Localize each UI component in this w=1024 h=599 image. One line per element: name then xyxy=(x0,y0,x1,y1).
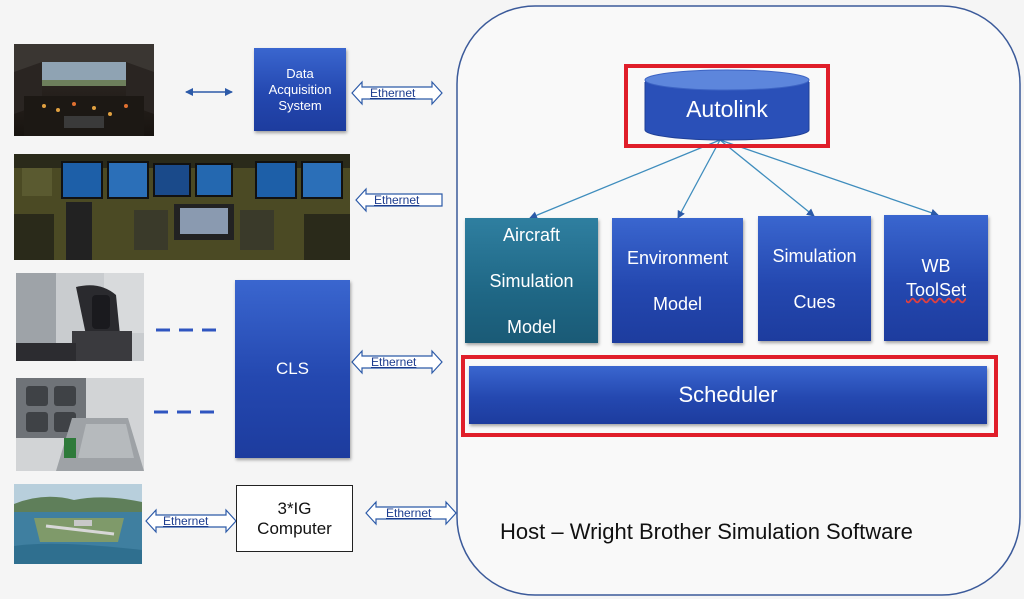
ethernet-label-panel: Ethernet xyxy=(374,193,420,207)
pedestal-hardware-graphic xyxy=(16,378,144,471)
ethernet-label-ig: Ethernet xyxy=(386,506,432,520)
autolink-to-cues-arrow xyxy=(719,139,815,217)
module-line: Model xyxy=(652,293,703,314)
ethernet-arrow-das xyxy=(351,80,443,106)
control-yoke-graphic xyxy=(16,273,144,361)
das-line: Data xyxy=(286,65,314,81)
control-yoke-photo xyxy=(16,273,144,361)
ethernet-label-cls: Ethernet xyxy=(371,355,417,369)
module-line: Simulation xyxy=(772,245,857,266)
module-line: Cues xyxy=(793,291,836,312)
ethernet-arrow-panel xyxy=(355,187,443,213)
ethernet-label-das: Ethernet xyxy=(370,86,416,100)
cls-box: CLS xyxy=(235,280,350,458)
ethernet-arrow-cls xyxy=(351,349,443,375)
autolink-label: Autolink xyxy=(686,96,768,122)
cockpit-view-photo xyxy=(14,44,154,136)
ig-computer-box: 3*IG Computer xyxy=(236,485,353,552)
module-line: Simulation xyxy=(489,270,574,291)
data-acquisition-system-box: Data Acquisition System xyxy=(254,48,346,131)
module-line: Aircraft xyxy=(502,224,560,245)
instrument-panel-graphic xyxy=(14,154,350,260)
scheduler-highlight-frame xyxy=(461,355,998,437)
aircraft-simulation-model-box: Aircraft Simulation Model xyxy=(465,218,598,343)
cls-label: CLS xyxy=(275,359,310,378)
autolink-to-toolset-arrow xyxy=(719,139,939,217)
module-line: Environment xyxy=(626,247,729,268)
instrument-panel-photo xyxy=(14,154,350,260)
environment-model-box: Environment Model xyxy=(612,218,743,343)
cockpit-view-graphic xyxy=(14,44,154,136)
module-line: Model xyxy=(506,316,557,337)
autolink-to-aircraft-arrow xyxy=(529,139,721,220)
airport-visual-graphic xyxy=(14,484,142,564)
scheduler-label: Scheduler xyxy=(678,382,778,407)
module-line: ToolSet xyxy=(905,280,967,300)
autolink-to-environment-arrow xyxy=(677,139,721,219)
pedestal-hardware-photo xyxy=(16,378,144,471)
wb-toolset-box: WB ToolSet xyxy=(884,215,988,341)
autolink-highlight-frame xyxy=(624,64,830,148)
ethernet-arrow-ig xyxy=(365,500,457,526)
host-label: Host – Wright Brother Simulation Softwar… xyxy=(500,519,913,544)
scheduler-bar: Scheduler xyxy=(469,366,987,424)
module-line: WB xyxy=(921,256,951,276)
ethernet-label-visual: Ethernet xyxy=(163,514,209,528)
simulation-cues-box: Simulation Cues xyxy=(758,216,871,341)
ig-line: Computer xyxy=(257,518,332,538)
autolink-cylinder xyxy=(644,69,810,141)
ig-line: 3*IG xyxy=(277,498,312,518)
das-line: System xyxy=(278,97,322,113)
das-line: Acquisition xyxy=(268,81,332,97)
airport-visual-photo xyxy=(14,484,142,564)
